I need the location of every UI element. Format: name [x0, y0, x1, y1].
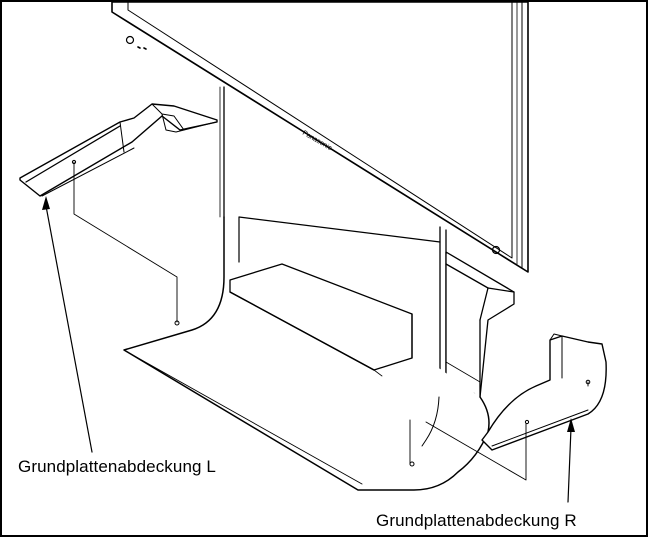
guide-lines [73, 161, 589, 481]
base-plate [123, 216, 490, 491]
leader-arrow-right [567, 418, 575, 503]
display-panel: Panasonic [111, 2, 529, 273]
base-cover-left [19, 103, 218, 197]
leader-arrow-left [42, 196, 93, 453]
label-base-cover-right: Grundplattenabdeckung R [376, 511, 577, 530]
stand-column [219, 86, 515, 435]
label-base-cover-left: Grundplattenabdeckung L [18, 457, 216, 476]
base-cover-right [481, 333, 607, 451]
